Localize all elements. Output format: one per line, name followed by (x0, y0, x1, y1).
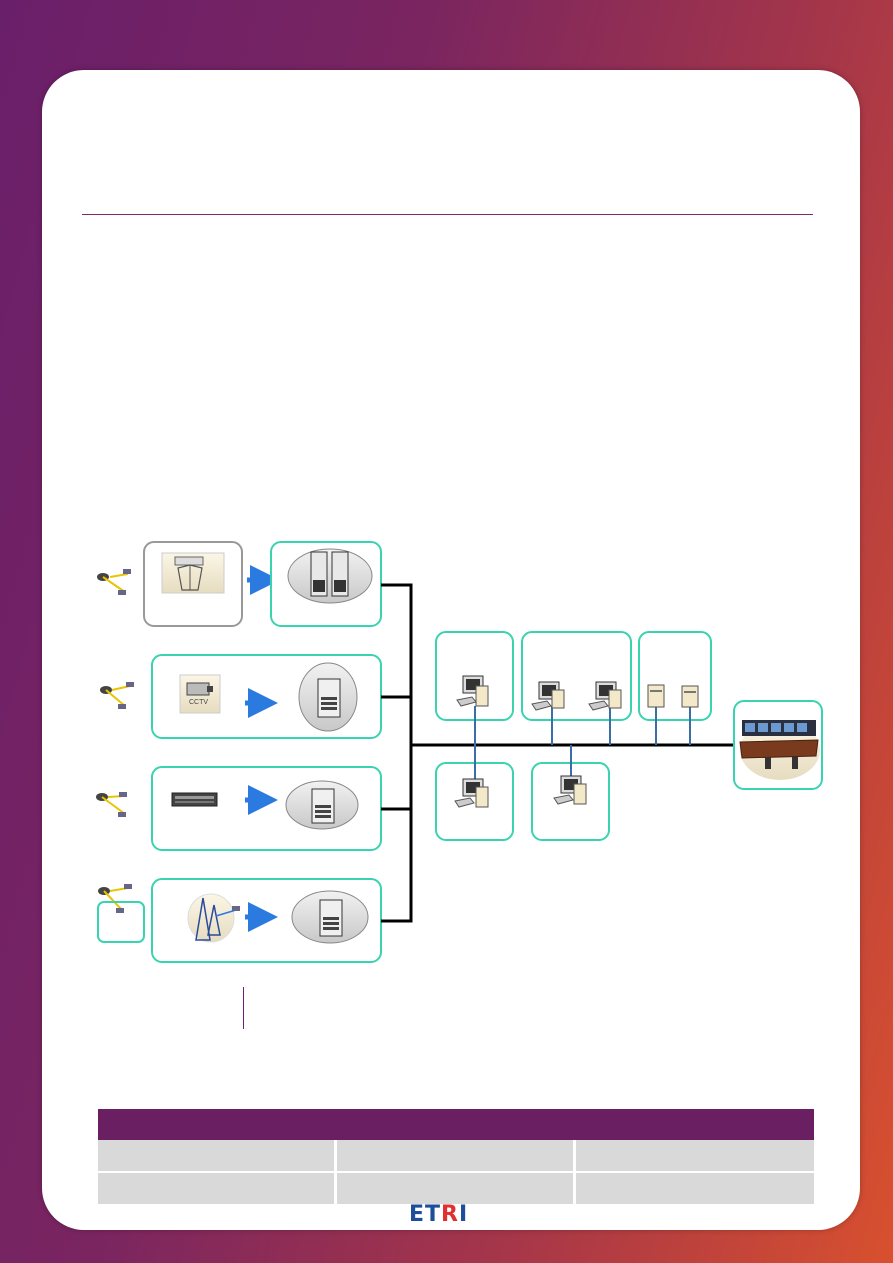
table-row (98, 1140, 814, 1171)
server-rack-icon (285, 780, 359, 830)
table-row (98, 1173, 814, 1204)
server-rack-icon (647, 684, 699, 708)
etri-logo: ETRI (409, 1204, 468, 1226)
sensor-highlight-box (97, 901, 145, 943)
satellite-dish-icon (97, 569, 131, 595)
workstation-icon (454, 778, 489, 808)
satellite-dish-icon (98, 884, 132, 913)
server-rack-icon (298, 662, 358, 732)
branch-lines (474, 706, 691, 790)
table-header (98, 1109, 814, 1140)
logo-letter: E (409, 1202, 426, 1227)
workstation-icon (553, 775, 587, 805)
radio-tower-icon (187, 893, 240, 943)
satellite-dish-icon (96, 792, 127, 817)
workstation-icon (531, 681, 565, 711)
table-cell (337, 1173, 573, 1204)
table-cell (576, 1173, 814, 1204)
workstation-icon (588, 681, 622, 711)
rack-equipment-icon (171, 792, 218, 807)
source-connectors (381, 583, 413, 923)
table-cell (576, 1140, 814, 1171)
logo-letter: T (425, 1202, 442, 1227)
cctv-camera-icon: CCTV (179, 674, 221, 714)
server-rack-icon (287, 548, 373, 604)
workstation-icon (456, 675, 489, 707)
title-divider (82, 214, 813, 215)
control-room-icon (739, 720, 820, 780)
radar-icon (161, 552, 225, 594)
table-cell (98, 1140, 334, 1171)
logo-letter: I (459, 1202, 469, 1227)
satellite-dish-icon (100, 682, 134, 709)
table-cell (98, 1173, 334, 1204)
caption-divider (243, 987, 244, 1029)
server-rack-icon (291, 890, 369, 944)
table-cell (337, 1140, 573, 1171)
logo-letter: R (441, 1202, 459, 1227)
cctv-badge: CCTV (189, 699, 208, 706)
